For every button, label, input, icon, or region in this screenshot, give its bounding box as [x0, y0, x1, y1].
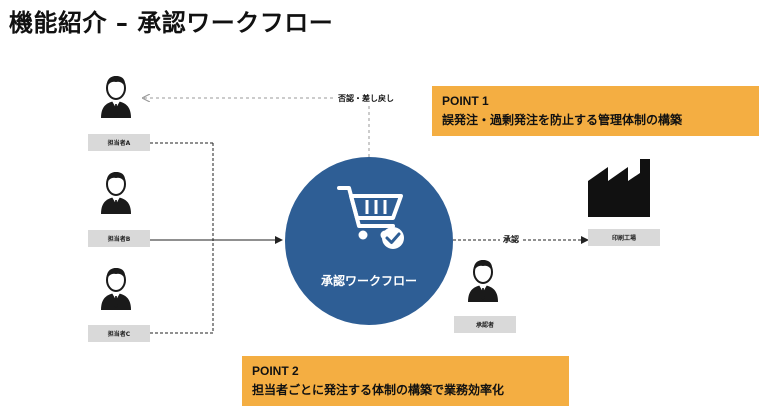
point-2-heading: POINT 2 — [252, 364, 299, 378]
shopping-cart-check-icon — [337, 186, 404, 249]
person-icon — [100, 171, 132, 214]
point-2-text: 担当者ごとに発注する体制の構築で業務効率化 — [252, 383, 505, 397]
person-icon — [100, 75, 132, 118]
page-title: 機能紹介 – 承認ワークフロー — [9, 9, 334, 37]
factory-label: 印刷工場 — [588, 229, 660, 246]
person-icon — [467, 259, 499, 302]
approve-edge-label: 承認 — [500, 233, 522, 246]
person-icon — [100, 267, 132, 310]
requester-label-b: 担当者B — [88, 230, 150, 247]
reject-edge-label: 否認・差し戻し — [335, 92, 397, 105]
point-2-box: POINT 2 担当者ごとに発注する体制の構築で業務効率化 — [242, 356, 569, 406]
approver-label: 承認者 — [454, 316, 516, 333]
requester-label-c: 担当者C — [88, 325, 150, 342]
factory-icon — [588, 159, 650, 217]
point-1-box: POINT 1 誤発注・過剰発注を防止する管理体制の構築 — [432, 86, 759, 136]
point-1-heading: POINT 1 — [442, 94, 489, 108]
requester-label-a: 担当者A — [88, 134, 150, 151]
point-1-text: 誤発注・過剰発注を防止する管理体制の構築 — [442, 113, 683, 127]
workflow-label: 承認ワークフロー — [320, 274, 417, 288]
workflow-node — [285, 157, 453, 325]
